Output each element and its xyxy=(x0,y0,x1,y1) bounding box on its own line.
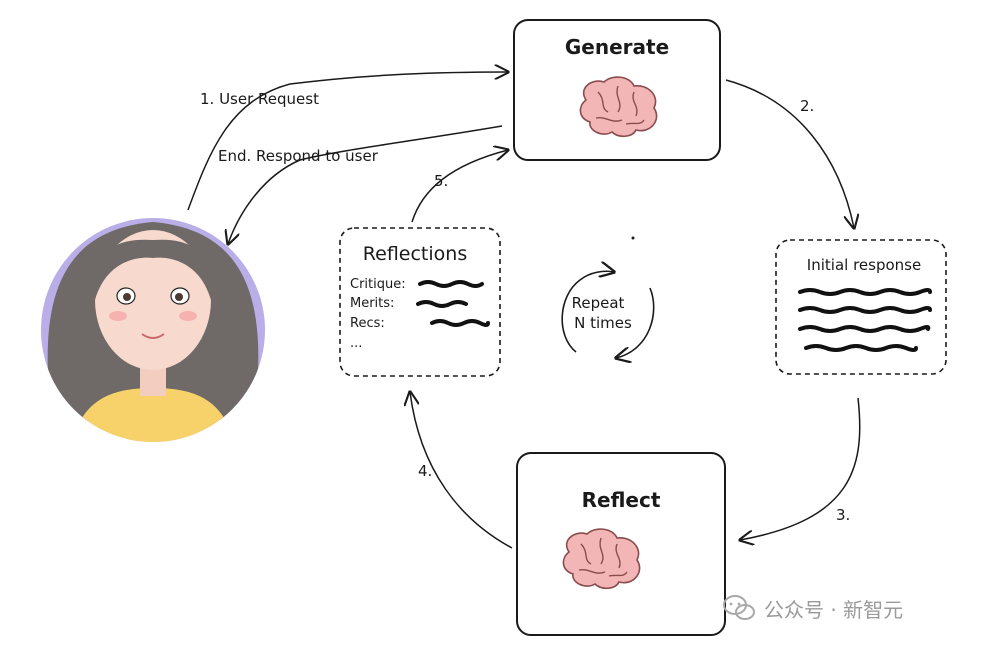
edges xyxy=(187,72,861,549)
scribble-lines xyxy=(798,288,932,352)
brain-icon xyxy=(579,76,658,138)
reflections-node: Reflections Critique: Merits: Recs: ... xyxy=(339,227,501,377)
reflect-node: Reflect xyxy=(516,452,726,636)
ellipsis-label: ... xyxy=(350,336,362,351)
initial-response-node: Initial response xyxy=(775,239,947,375)
edge-step3 xyxy=(740,397,861,540)
step5-label: 5. xyxy=(434,172,448,190)
reflect-title: Reflect xyxy=(582,488,661,512)
edge-user-request xyxy=(187,72,508,211)
critique-label: Critique: xyxy=(350,277,406,292)
repeat-line2: N times xyxy=(574,314,632,332)
reflection-scribbles xyxy=(416,280,490,327)
edge-step2 xyxy=(725,79,854,228)
recs-label: Recs: xyxy=(350,316,385,331)
generate-title: Generate xyxy=(565,35,669,59)
step4-label: 4. xyxy=(418,462,432,480)
watermark: 公众号 · 新智元 xyxy=(722,590,982,626)
dot xyxy=(631,236,635,240)
user-avatar xyxy=(41,218,265,442)
step3-label: 3. xyxy=(836,506,850,524)
generate-node: Generate xyxy=(513,19,721,161)
edge-step5 xyxy=(411,150,508,223)
repeat-loop: Repeat N times xyxy=(561,236,655,359)
initial-response-title: Initial response xyxy=(807,256,921,274)
wechat-icon xyxy=(723,595,755,620)
respond-label: End. Respond to user xyxy=(218,147,379,165)
user-request-label: 1. User Request xyxy=(200,90,319,108)
merits-label: Merits: xyxy=(350,296,394,311)
watermark-text: 公众号 · 新智元 xyxy=(764,597,904,622)
brain-icon xyxy=(562,528,641,590)
edge-step4 xyxy=(410,392,513,549)
loop-arrow-bottom xyxy=(616,287,655,358)
step2-label: 2. xyxy=(800,97,814,115)
loop-arrow-top xyxy=(561,271,614,353)
edge-respond xyxy=(228,125,503,244)
reflections-title: Reflections xyxy=(363,243,467,265)
repeat-line1: Repeat xyxy=(572,294,625,312)
